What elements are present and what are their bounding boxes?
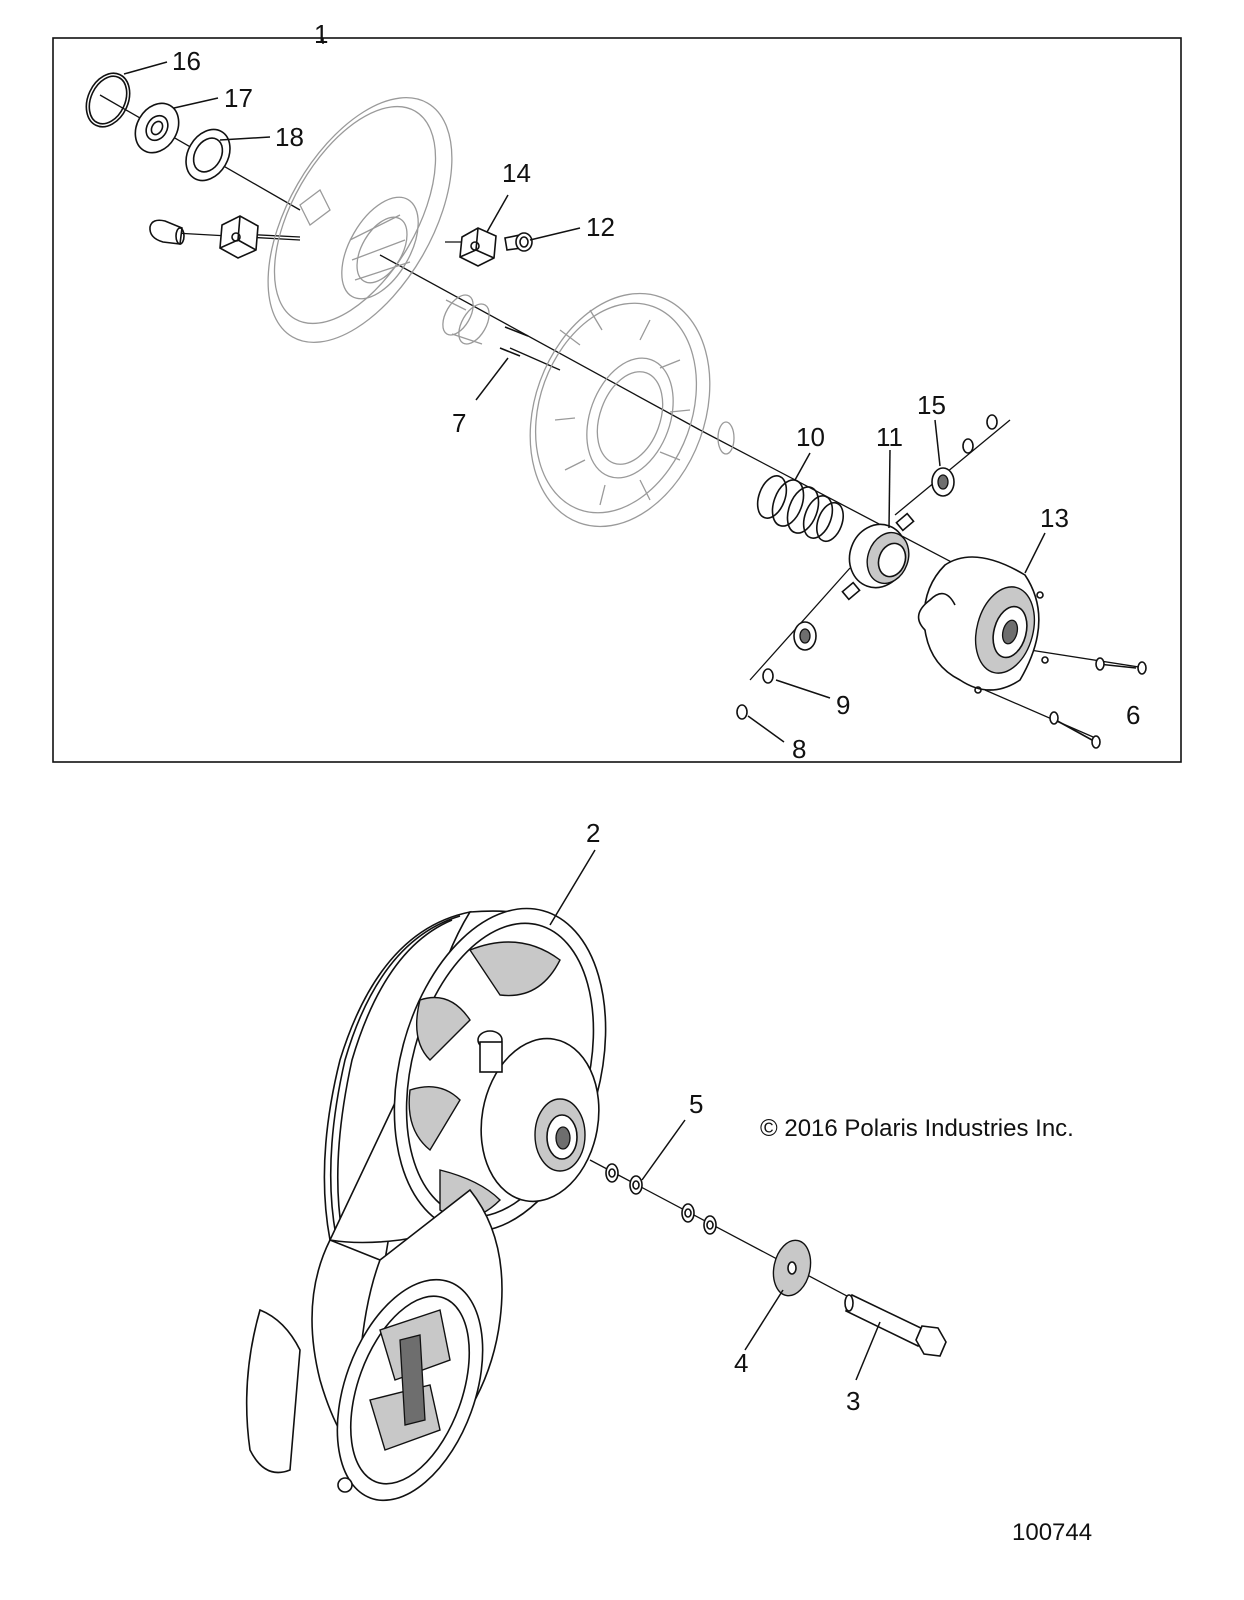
callout-16: 16 xyxy=(172,46,201,76)
movable-sheave-ghost xyxy=(529,292,735,528)
pin-part xyxy=(499,326,529,357)
bolt-part xyxy=(844,1293,947,1357)
cover-part xyxy=(917,556,1049,694)
callout-15: 15 xyxy=(917,390,946,420)
stationary-sheave-ghost xyxy=(267,97,453,343)
roller-pin-part-right xyxy=(504,232,533,252)
large-washer-part xyxy=(772,1239,812,1297)
leader-lines xyxy=(123,61,1046,1381)
callout-18: 18 xyxy=(275,122,304,152)
screw-part xyxy=(1049,657,1147,749)
callout-3: 3 xyxy=(846,1386,860,1416)
callout-12: 12 xyxy=(586,212,615,242)
callout-8: 8 xyxy=(792,734,806,764)
clutch-assembly-part xyxy=(245,907,607,1502)
shim-washer-part xyxy=(185,128,231,182)
spring-part xyxy=(756,475,844,543)
snap-ring-part xyxy=(85,72,131,128)
assembly-frame xyxy=(52,37,1182,763)
figure-number: 100744 xyxy=(1012,1519,1092,1546)
callout-1: 1 xyxy=(314,19,328,49)
clip-part xyxy=(736,414,998,720)
callout-2: 2 xyxy=(586,818,600,848)
roller-part-upper xyxy=(931,467,955,497)
button-pad-part xyxy=(459,227,497,267)
bushing-ghost xyxy=(442,294,490,345)
copyright-notice: © 2016 Polaris Industries Inc. xyxy=(760,1115,1074,1142)
callout-14: 14 xyxy=(502,158,531,188)
callout-13: 13 xyxy=(1040,503,1069,533)
callout-11: 11 xyxy=(876,422,903,452)
button-pad-part-left xyxy=(219,215,259,259)
spring-seat-part xyxy=(134,102,180,154)
spider-hub-part xyxy=(841,512,915,601)
callout-9: 9 xyxy=(836,690,850,720)
washer-part xyxy=(605,1163,717,1235)
callout-6: 6 xyxy=(1126,700,1140,730)
callout-5: 5 xyxy=(689,1089,703,1119)
callout-4: 4 xyxy=(734,1348,748,1378)
callout-10: 10 xyxy=(796,422,825,452)
callout-17: 17 xyxy=(224,83,253,113)
callout-7: 7 xyxy=(452,408,466,438)
roller-part-lower xyxy=(793,621,817,651)
roller-pin-part xyxy=(149,219,185,245)
